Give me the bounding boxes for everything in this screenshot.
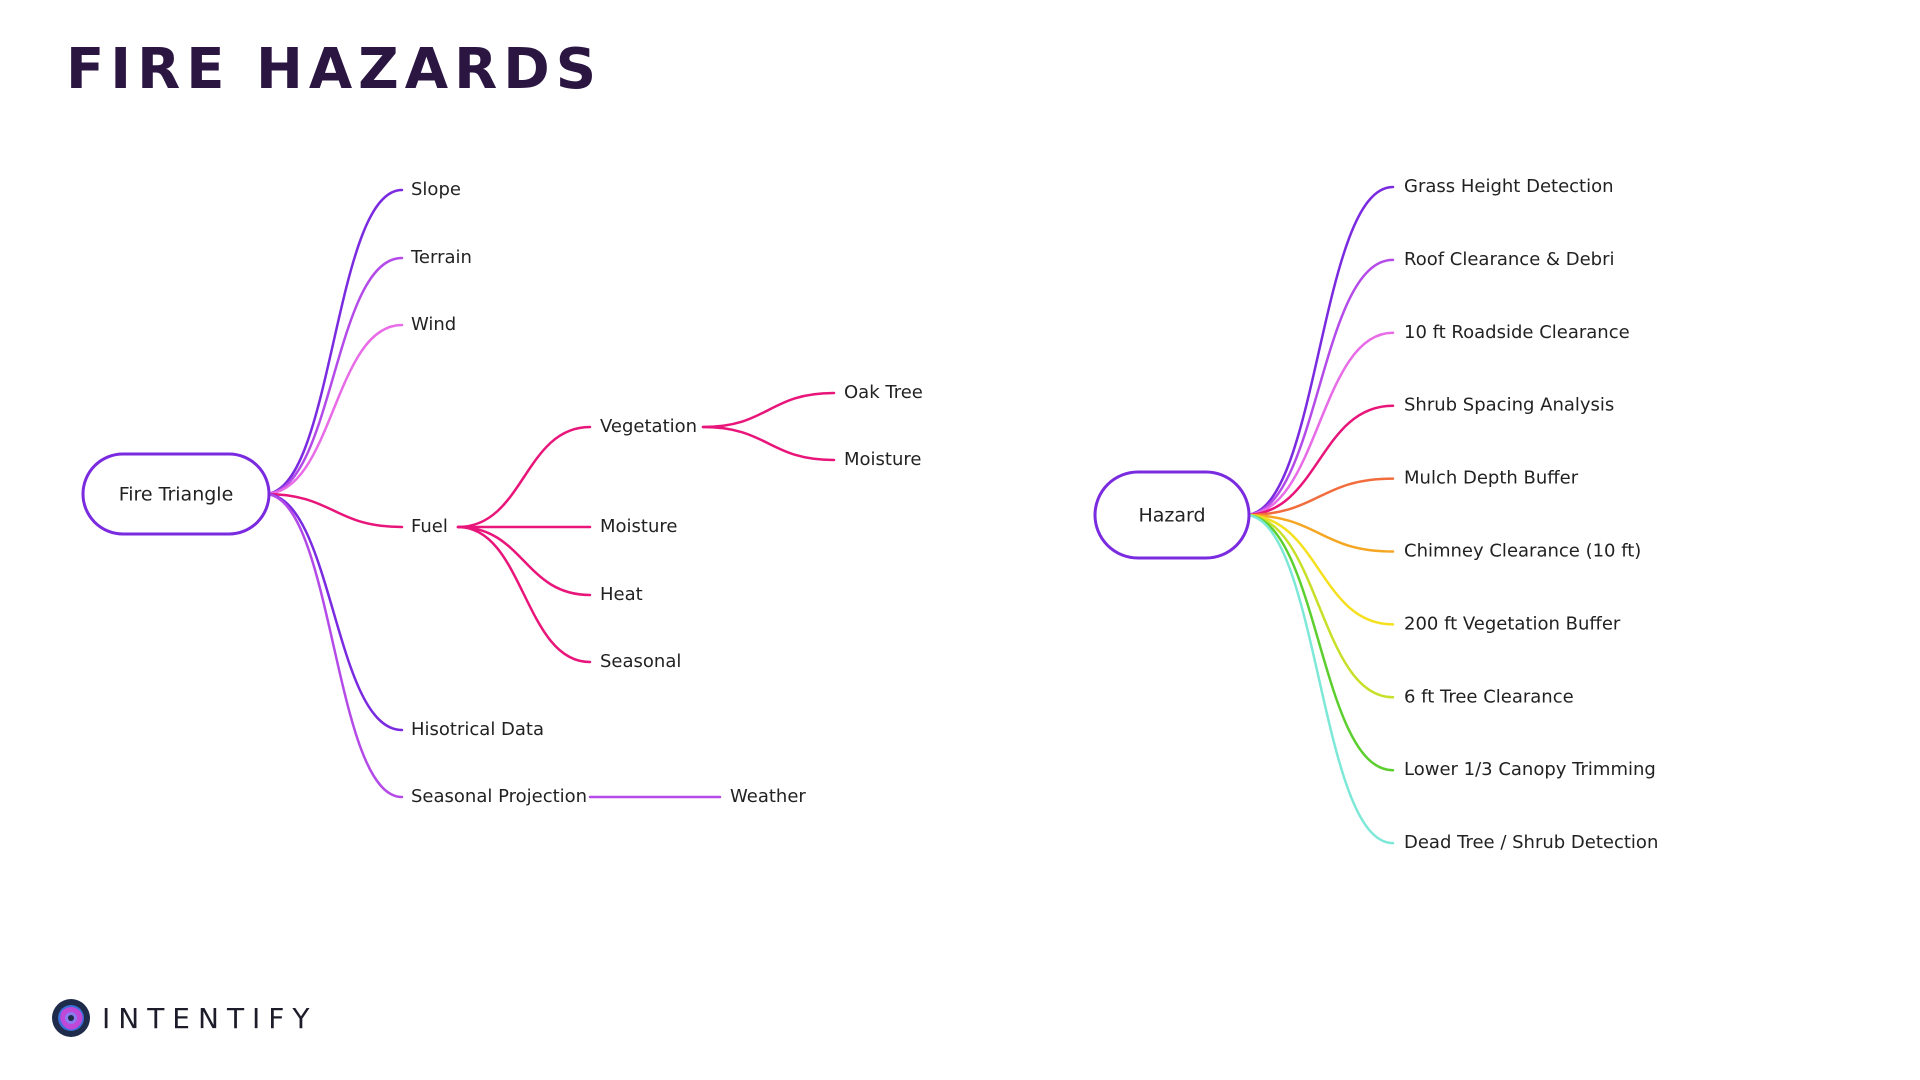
- connector-hazard-6: [1243, 513, 1395, 626]
- connector-hazard-9: [1243, 513, 1395, 845]
- brand-name: INTENTIFY: [102, 1001, 318, 1035]
- node-vegetation-moisture[interactable]: Moisture: [844, 449, 921, 470]
- connector-fire-triangle-1: [263, 256, 404, 496]
- root-fire-triangle-label[interactable]: Fire Triangle: [119, 484, 234, 506]
- connector-hazard-2: [1243, 331, 1395, 517]
- node-hazard-7[interactable]: 6 ft Tree Clearance: [1404, 686, 1574, 707]
- root-fire-triangle[interactable]: [81, 452, 271, 536]
- connector-vegetation-1: [701, 425, 836, 462]
- node-slope[interactable]: Slope: [411, 179, 461, 200]
- node-weather[interactable]: Weather: [730, 786, 806, 807]
- node-hazard-2[interactable]: 10 ft Roadside Clearance: [1404, 322, 1630, 343]
- node-hazard-8[interactable]: Lower 1/3 Canopy Trimming: [1404, 759, 1656, 780]
- connector-fire-triangle-4: [263, 492, 404, 732]
- node-seasonal-projection[interactable]: Seasonal Projection: [411, 786, 587, 807]
- node-wind[interactable]: Wind: [411, 314, 456, 335]
- intentify-logo-icon: [52, 999, 90, 1037]
- connector-hazard-3: [1243, 404, 1395, 517]
- connector-vegetation-0: [701, 391, 836, 429]
- connector-fuel-3: [456, 525, 592, 664]
- connector-hazard-5: [1243, 513, 1395, 553]
- node-hazard-9[interactable]: Dead Tree / Shrub Detection: [1404, 832, 1658, 853]
- root-hazard[interactable]: [1093, 470, 1251, 560]
- node-hazard-3[interactable]: Shrub Spacing Analysis: [1404, 395, 1614, 416]
- node-fuel[interactable]: Fuel: [411, 516, 448, 537]
- connector-fire-triangle-5: [263, 492, 404, 799]
- connector-hazard-7: [1243, 513, 1395, 699]
- node-terrain[interactable]: Terrain: [410, 247, 472, 268]
- node-fuel-moisture[interactable]: Moisture: [600, 516, 677, 537]
- connector-fire-triangle-3: [263, 492, 404, 529]
- page-title: FIRE HAZARDS: [66, 37, 603, 102]
- node-hazard-4[interactable]: Mulch Depth Buffer: [1404, 468, 1579, 489]
- connector-fire-triangle-0: [263, 188, 404, 496]
- node-fuel-seasonal[interactable]: Seasonal: [600, 651, 681, 672]
- connector-fuel-0: [456, 425, 592, 529]
- root-hazard-label[interactable]: Hazard: [1138, 505, 1205, 527]
- connector-fire-triangle-2: [263, 323, 404, 496]
- node-hazard-6[interactable]: 200 ft Vegetation Buffer: [1404, 613, 1621, 634]
- node-fuel-heat[interactable]: Heat: [600, 584, 643, 605]
- connector-hazard-8: [1243, 513, 1395, 772]
- node-hisotrical-data[interactable]: Hisotrical Data: [411, 719, 544, 740]
- brand: INTENTIFY: [50, 996, 318, 1040]
- connector-hazard-1: [1243, 258, 1395, 517]
- node-hazard-5[interactable]: Chimney Clearance (10 ft): [1404, 541, 1641, 562]
- node-hazard-0[interactable]: Grass Height Detection: [1404, 176, 1614, 197]
- connector-fuel-2: [456, 525, 592, 597]
- node-vegetation-oak-tree[interactable]: Oak Tree: [844, 382, 923, 403]
- node-hazard-1[interactable]: Roof Clearance & Debri: [1404, 249, 1615, 270]
- connector-hazard-0: [1243, 185, 1395, 517]
- connector-hazard-4: [1243, 477, 1395, 517]
- node-fuel-vegetation[interactable]: Vegetation: [600, 416, 697, 437]
